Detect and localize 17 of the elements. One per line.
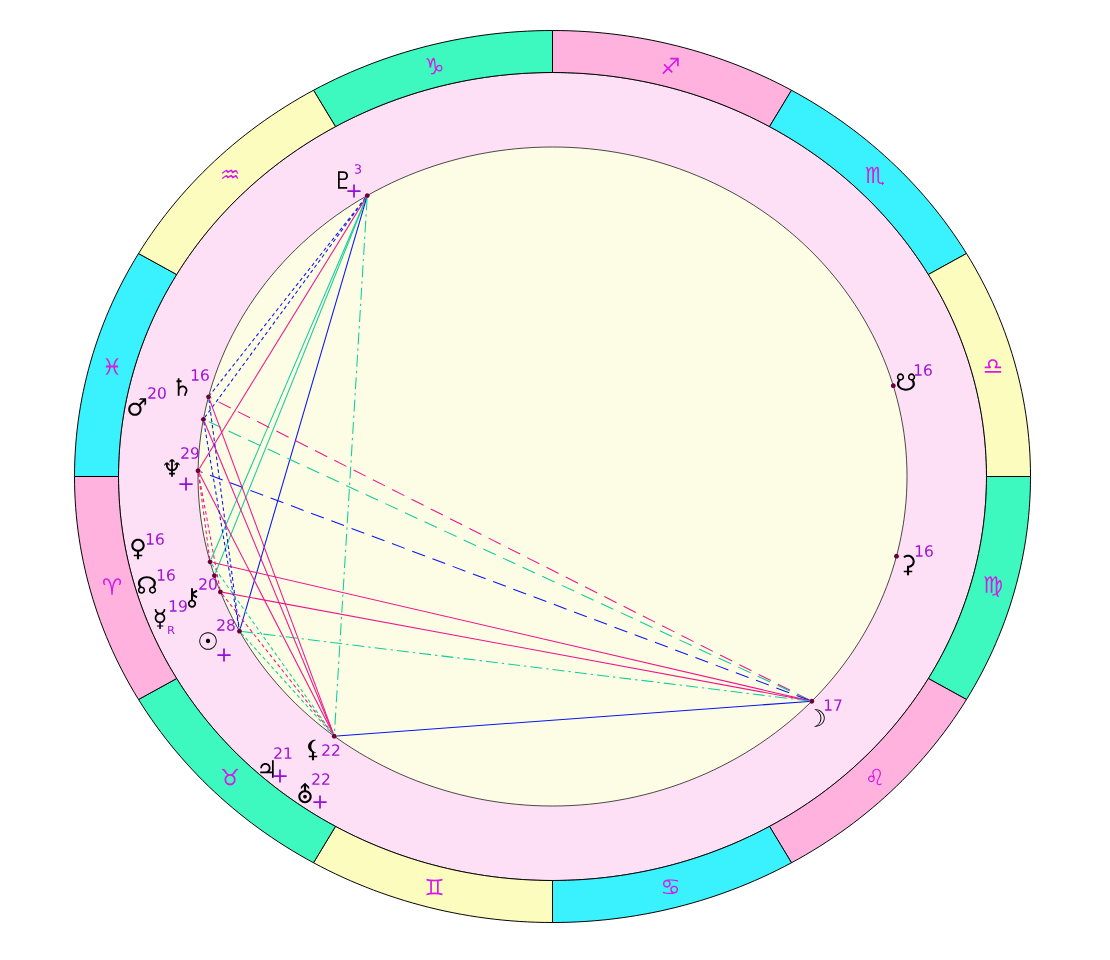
- planet-symbol: ☊: [137, 576, 157, 594]
- plus-sign: +: [179, 477, 193, 491]
- planet-symbol: ☿: [154, 609, 166, 629]
- planet-symbol: ⚷: [187, 588, 198, 608]
- degree-number: 16: [146, 533, 164, 545]
- sign-segment: ♋: [552, 825, 792, 923]
- retrograde-mark: R: [168, 625, 175, 635]
- planet-symbol: ♄: [176, 378, 188, 396]
- planet-symbol: ♀: [131, 538, 145, 560]
- sign-segment: ♐: [552, 30, 792, 128]
- degree-number: 29: [181, 447, 199, 459]
- degree-number: 20: [148, 387, 166, 399]
- degree-number: 16: [157, 569, 175, 581]
- planet-symbol: ♂: [128, 398, 147, 416]
- sign-segment: ♊: [313, 825, 553, 923]
- sign-segment: ♑: [313, 30, 553, 128]
- planet-symbol: ♆: [164, 459, 180, 477]
